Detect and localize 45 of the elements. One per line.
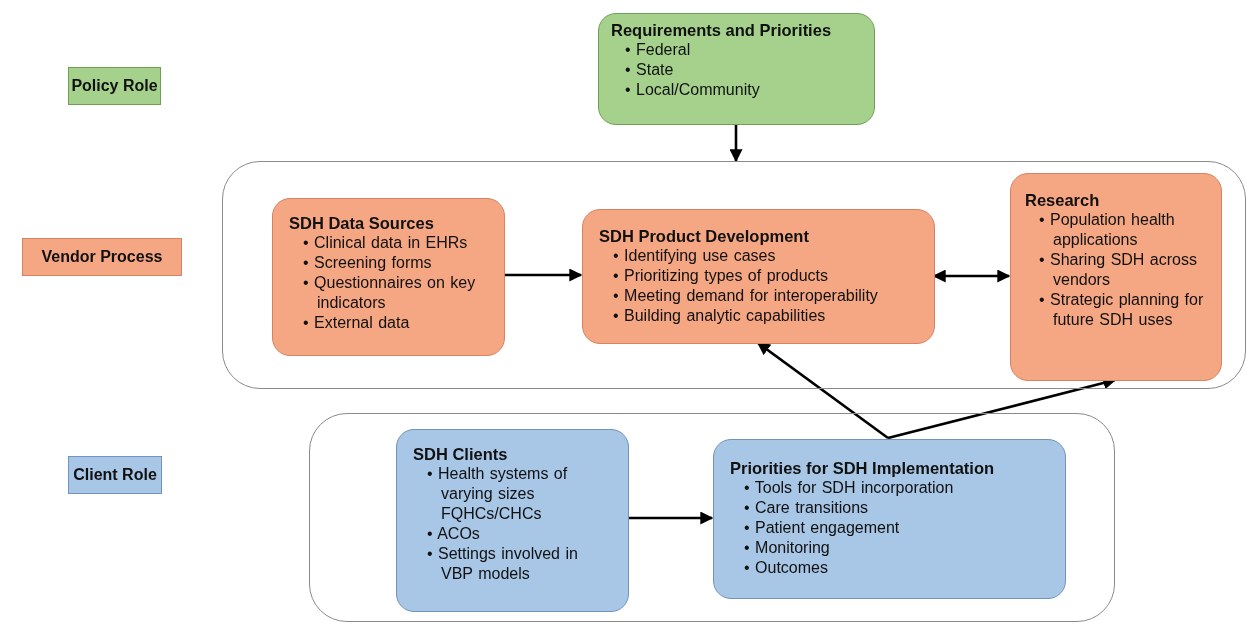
arrow	[729, 125, 743, 163]
bullet-item: • ACOs	[427, 524, 481, 544]
bullet-item: • Care transitions	[744, 498, 870, 518]
bullet-item: • Strategic planning for future SDH uses	[1039, 290, 1205, 330]
bullet-item: • Prioritizing types of products	[613, 266, 830, 286]
box-heading: SDH Clients	[413, 444, 509, 464]
role-label-box	[22, 238, 182, 276]
bullet-item: • Screening forms	[303, 253, 433, 273]
bullet-item: • Health systems of varying sizes FQHCs/CHCs	[427, 464, 569, 524]
role-label-box	[68, 67, 161, 105]
bullet-item: • State	[625, 60, 675, 80]
bullet-item: • Tools for SDH incorporation	[744, 478, 955, 498]
bullet-item: • Federal	[625, 40, 692, 60]
process-box	[1010, 173, 1222, 381]
bullet-item: • Local/Community	[625, 80, 761, 100]
bullet-item: • Sharing SDH across vendors	[1039, 250, 1198, 290]
process-box	[396, 429, 629, 612]
bullet-item: • Building analytic capabilities	[613, 306, 827, 326]
bullet-item: • Identifying use cases	[613, 246, 777, 266]
box-heading: Priorities for SDH Implementation	[730, 458, 996, 478]
bullet-item: • External data	[303, 313, 411, 333]
process-box	[713, 439, 1066, 599]
box-heading: Research	[1025, 190, 1101, 210]
bullet-item: • Population health applications	[1039, 210, 1176, 250]
process-box	[582, 209, 935, 344]
box-heading: SDH Product Development	[599, 226, 810, 246]
role-label: Policy Role	[71, 77, 158, 95]
process-box	[598, 13, 875, 125]
bullet-item: • Monitoring	[744, 538, 831, 558]
process-box	[272, 198, 505, 356]
bullet-item: • Settings involved in VBP models	[427, 544, 579, 584]
role-label: Vendor Process	[41, 248, 163, 266]
group-box	[222, 161, 1246, 389]
bullet-item: • Outcomes	[744, 558, 829, 578]
bullet-item: • Clinical data in EHRs	[303, 233, 469, 253]
box-heading: Requirements and Priorities	[611, 20, 833, 40]
role-label: Client Role	[73, 466, 157, 484]
box-heading: SDH Data Sources	[289, 213, 435, 233]
bullet-item: • Patient engagement	[744, 518, 901, 538]
arrow	[628, 511, 714, 525]
arrow	[504, 268, 583, 282]
role-label-box	[68, 456, 162, 494]
bullet-item: • Meeting demand for interoperability	[613, 286, 879, 306]
bullet-item: • Questionnaires on key indicators	[303, 273, 477, 313]
group-box	[309, 413, 1115, 622]
